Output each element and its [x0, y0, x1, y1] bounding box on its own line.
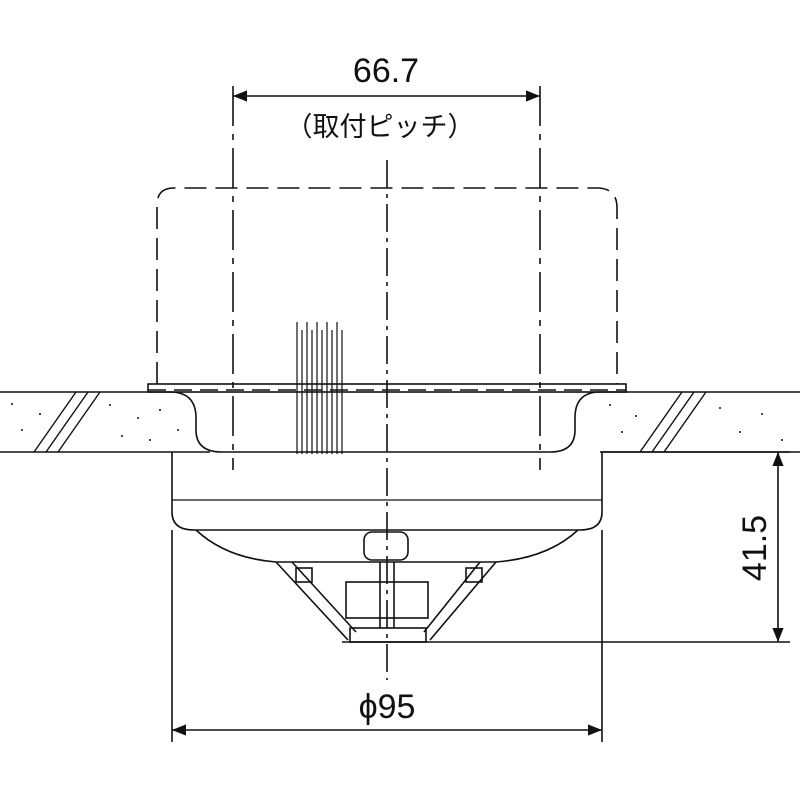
junction-box-outline [156, 187, 618, 384]
diameter-dimension-value: ϕ95 [359, 688, 416, 726]
sensing-element [275, 561, 497, 643]
height-dimension-value: 41.5 [736, 515, 774, 581]
pitch-dimension-value: 66.7 [353, 52, 419, 90]
section-hatching [33, 391, 707, 453]
indicator-lamp [363, 531, 409, 561]
detector-body [195, 529, 579, 563]
lead-wires [296, 322, 343, 454]
ceiling-board [0, 391, 800, 453]
board-stipple [11, 403, 783, 441]
pitch-dimension-note: （取付ピッチ） [286, 112, 475, 143]
